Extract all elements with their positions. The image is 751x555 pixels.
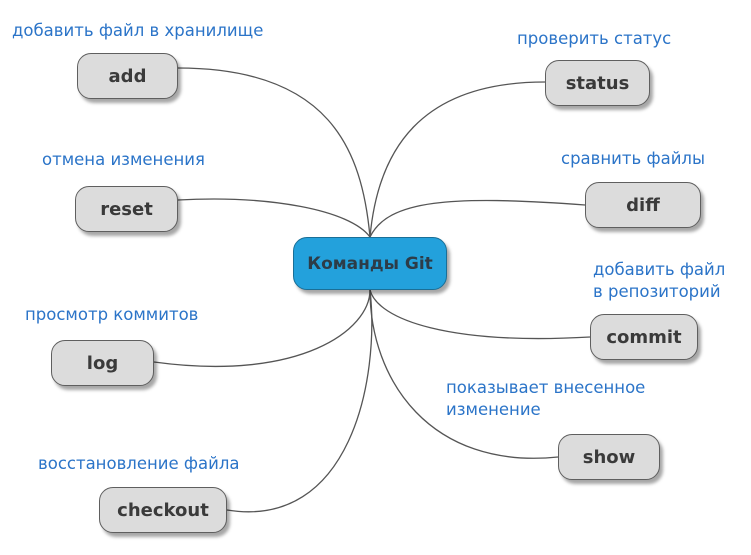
connector-diff xyxy=(369,199,586,238)
center-node-label: Команды Git xyxy=(307,253,433,274)
node-reset-label: reset xyxy=(100,198,153,220)
description-reset: отмена изменения xyxy=(42,150,205,169)
node-status: status xyxy=(545,60,650,106)
description-log: просмотр коммитов xyxy=(25,305,199,324)
description-commit: добавить файл в репозиторий xyxy=(593,259,725,303)
node-log: log xyxy=(51,340,154,386)
description-show: показывает внесенное изменение xyxy=(446,377,645,421)
connector-add xyxy=(177,67,371,238)
node-status-label: status xyxy=(565,72,630,94)
node-commit: commit xyxy=(590,314,698,360)
connector-commit xyxy=(369,289,591,340)
description-commit-line1: добавить файл xyxy=(593,260,726,279)
description-checkout: восстановление файла xyxy=(38,454,240,473)
node-show: show xyxy=(558,434,660,480)
connector-show xyxy=(369,289,559,459)
node-add-label: add xyxy=(108,65,147,87)
description-status: проверить статус xyxy=(517,29,672,48)
node-log-label: log xyxy=(86,352,119,374)
node-commit-label: commit xyxy=(606,326,682,348)
description-show-line1: показывает внесенное xyxy=(446,378,646,397)
node-checkout: checkout xyxy=(99,487,227,533)
description-commit-line2: в репозиторий xyxy=(593,282,721,301)
node-diff-label: diff xyxy=(626,194,660,216)
node-show-label: show xyxy=(582,446,636,468)
connector-reset xyxy=(177,198,371,238)
node-diff: diff xyxy=(585,182,701,228)
center-node-git-commands: Команды Git xyxy=(293,237,447,290)
node-add: add xyxy=(77,53,178,99)
connector-status xyxy=(369,81,546,238)
description-show-line2: изменение xyxy=(446,400,541,419)
node-reset: reset xyxy=(75,186,178,232)
connector-log xyxy=(153,289,371,367)
connector-checkout xyxy=(226,289,373,513)
description-add: добавить файл в хранилище xyxy=(12,21,264,40)
node-checkout-label: checkout xyxy=(117,499,209,521)
description-diff: сравнить файлы xyxy=(561,149,705,168)
